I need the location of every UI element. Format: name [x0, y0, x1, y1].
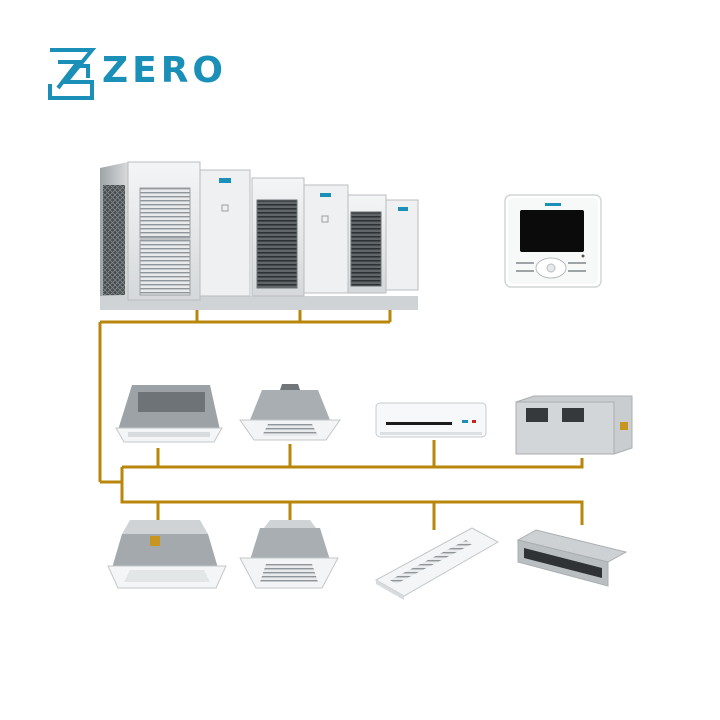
- brand-name: ZERO: [102, 50, 228, 91]
- outdoor-module-2: [251, 177, 349, 297]
- cassette-compact-icon: [107, 520, 227, 589]
- duct-high-static-icon: [515, 395, 633, 455]
- outdoor-module-1: [127, 161, 251, 301]
- cassette-4way-icon: [239, 384, 341, 441]
- cassette-1way-icon: [115, 385, 223, 443]
- ceiling-floor-icon: [374, 527, 500, 600]
- outdoor-module-3: [347, 194, 419, 294]
- outdoor-unit: [100, 161, 419, 310]
- wired-controller: [504, 194, 602, 288]
- duct-slim-icon: [516, 529, 628, 587]
- cassette-mini-icon: [239, 520, 339, 589]
- wall-split-icon: [375, 402, 487, 438]
- refrigerant-piping: [98, 298, 584, 530]
- zero-logo-icon: [48, 48, 97, 100]
